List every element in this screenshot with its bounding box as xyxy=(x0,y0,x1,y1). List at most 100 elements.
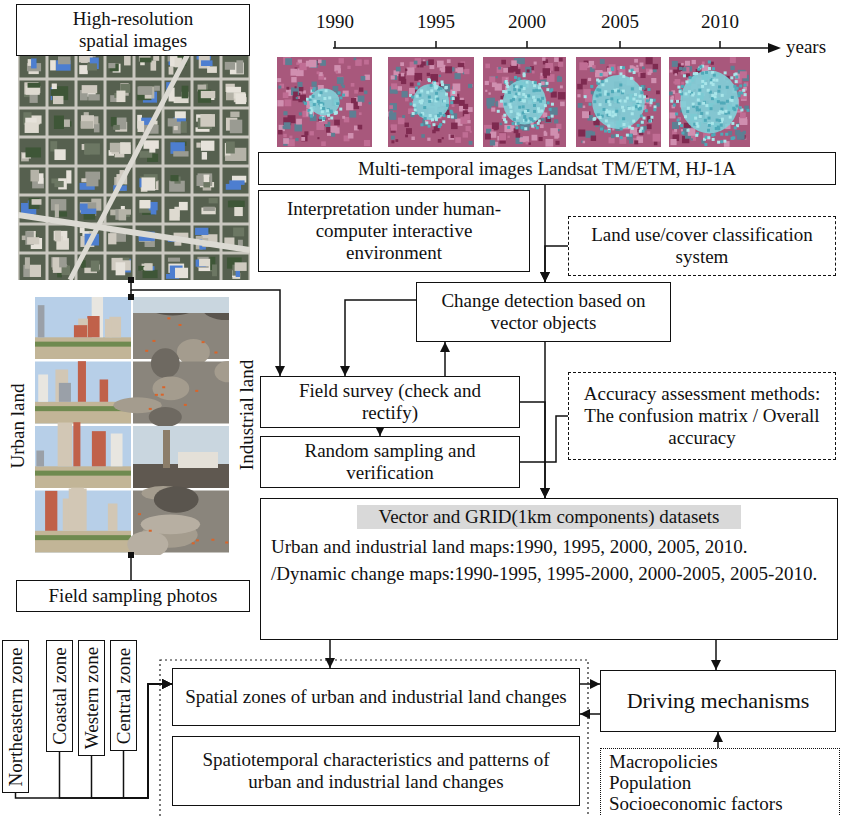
pixel xyxy=(708,117,711,120)
box-text: Change detection based on vector objects xyxy=(425,290,662,334)
pixel xyxy=(325,89,328,92)
pixel xyxy=(414,73,422,81)
pixel xyxy=(691,136,696,141)
pixel xyxy=(593,117,596,120)
pixel xyxy=(313,87,316,90)
process-box: Field sampling photos xyxy=(16,580,250,612)
pixel xyxy=(599,116,602,119)
pixel xyxy=(330,126,337,133)
pixel xyxy=(529,143,531,145)
photo-vehicle xyxy=(162,386,165,388)
pixel xyxy=(337,77,344,84)
pixel xyxy=(412,112,415,115)
pixel xyxy=(626,134,629,137)
pixel xyxy=(296,62,299,65)
photo-building xyxy=(92,431,106,466)
building xyxy=(94,123,100,132)
pixel xyxy=(740,112,746,118)
building xyxy=(235,94,246,105)
pixel xyxy=(723,140,726,143)
pixel xyxy=(532,96,535,99)
pixel xyxy=(485,90,487,92)
pixel xyxy=(583,106,585,108)
pixel xyxy=(526,141,529,144)
pixel xyxy=(691,138,693,140)
pixel xyxy=(396,67,401,72)
flow-arrow xyxy=(520,402,545,498)
pixel xyxy=(299,87,303,91)
box-text: Population xyxy=(609,773,691,794)
zone-box: Central zone xyxy=(110,640,137,751)
pixel xyxy=(704,143,707,146)
building xyxy=(169,67,174,75)
photo-building xyxy=(58,423,73,467)
box-text: Socioeconomic factors xyxy=(609,794,783,815)
pixel xyxy=(441,80,444,83)
pixel xyxy=(468,107,473,112)
pixel xyxy=(640,121,644,125)
flow-arrow xyxy=(345,300,416,376)
building xyxy=(55,231,61,242)
photo-heap xyxy=(177,339,210,365)
pixel xyxy=(391,75,395,79)
pixel xyxy=(608,103,611,106)
pixel xyxy=(457,67,463,73)
pixel xyxy=(325,89,328,92)
pixel xyxy=(632,120,635,123)
pixel xyxy=(646,57,653,64)
pixel xyxy=(405,98,409,102)
pixel xyxy=(736,105,739,108)
photo-ground xyxy=(133,426,229,488)
building xyxy=(235,262,247,271)
pixel xyxy=(638,95,641,98)
pixel xyxy=(683,74,686,77)
zone-label: Coastal zone xyxy=(49,647,70,745)
pixel xyxy=(411,137,414,140)
box-text: Multi-temporal images Landsat TM/ETM, HJ… xyxy=(358,158,736,180)
building xyxy=(173,151,188,156)
pixel xyxy=(278,86,281,89)
pixel xyxy=(633,71,636,74)
pixel xyxy=(435,118,438,121)
flow-arrow xyxy=(545,246,568,282)
pixel xyxy=(435,118,438,121)
photo-vehicle xyxy=(138,513,141,515)
pixel xyxy=(358,60,361,63)
landsat-image xyxy=(669,57,750,147)
pixel xyxy=(452,97,455,100)
pixel xyxy=(620,136,623,139)
pixel xyxy=(503,68,508,73)
pixel xyxy=(708,67,711,70)
pixel xyxy=(732,107,735,110)
pixel xyxy=(515,126,518,129)
building xyxy=(28,83,41,88)
pixel xyxy=(653,64,658,69)
flow-arrow xyxy=(580,683,600,685)
pixel xyxy=(417,65,419,67)
pixel xyxy=(742,89,745,92)
pixel xyxy=(518,89,521,92)
pixel xyxy=(414,108,417,111)
pixel xyxy=(461,117,468,124)
pixel xyxy=(560,102,565,107)
pixel xyxy=(615,110,618,113)
pixel xyxy=(540,124,544,128)
pixel xyxy=(611,90,614,93)
pixel xyxy=(312,95,315,98)
pixel xyxy=(626,97,629,100)
pixel xyxy=(470,131,472,133)
pixel xyxy=(740,71,747,78)
pixel xyxy=(295,86,297,88)
pixel xyxy=(717,141,720,144)
pixel xyxy=(608,130,611,133)
pixel xyxy=(743,84,746,87)
building xyxy=(203,207,215,211)
process-box: Driving mechanisms xyxy=(600,670,836,732)
timeline-arrow xyxy=(768,43,781,53)
pixel xyxy=(502,90,505,93)
pixel xyxy=(599,93,602,96)
pixel xyxy=(736,87,739,90)
image-ground xyxy=(388,57,474,147)
building xyxy=(139,200,150,208)
pixel xyxy=(631,112,634,115)
